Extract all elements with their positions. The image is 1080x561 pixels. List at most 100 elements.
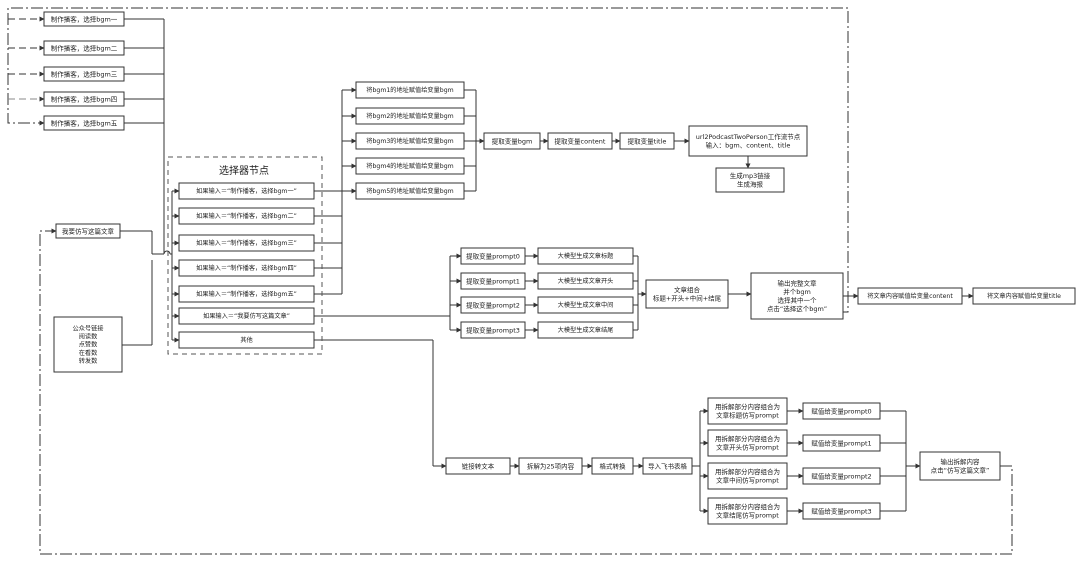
imitate-input-box: 我要仿写这篇文章 <box>55 223 121 239</box>
option-box: 制作播客，选择bgm四 <box>43 91 125 107</box>
format-convert-box: 格式转换 <box>591 457 634 475</box>
prompt-extract-box: 提取变量prompt3 <box>460 321 526 339</box>
selector-title: 选择器节点 <box>219 164 269 177</box>
condition-box: 如果输入＝“我要仿写这篇文章” <box>178 307 315 325</box>
prompt-extract-box: 提取变量prompt2 <box>460 296 526 314</box>
account-info-box-label-3: 点赞数 <box>79 341 98 349</box>
bgm-assign-box-label: 将bgm2的地址赋值给变量bgm <box>366 112 453 120</box>
split-output-box-label-1: 输出拆解内容 <box>941 457 981 466</box>
option-box-label: 制作播客，选择bgm四 <box>51 94 118 103</box>
assign-prompt-box-label: 赋值给变量prompt2 <box>811 471 871 480</box>
article-output-box-label-3: 选择其中一个 <box>778 296 818 305</box>
condition-box: 如果输入＝“制作播客，选择bgm三” <box>178 234 315 252</box>
extract-bgm-box-label: 提取变量bgm <box>492 136 533 145</box>
article-output-box-label-4: 点击“选择这个bgm” <box>767 304 827 313</box>
split-prompt-box-label-2: 文章中间仿写prompt <box>716 476 779 485</box>
condition-box-label: 如果输入＝“制作播客，选择bgm四” <box>196 264 297 272</box>
prompt-extract-box-label: 提取变量prompt3 <box>466 325 520 334</box>
condition-box-label: 如果输入＝“制作播客，选择bgm一” <box>196 187 297 195</box>
condition-box: 如果输入＝“制作播客，选择bgm四” <box>178 259 315 277</box>
assign-title-box: 将文章内容赋值给变量title <box>972 287 1076 305</box>
split-25-box-label: 拆解为25项内容 <box>527 461 575 470</box>
split-prompt-box-label-1: 用拆解部分内容组合为 <box>715 502 780 511</box>
import-feishu-box: 导入飞书表格 <box>642 457 693 475</box>
llm-generate-box: 大模型生成文章标题 <box>537 247 634 265</box>
llm-generate-box: 大模型生成文章结尾 <box>537 321 634 339</box>
assign-prompt-box: 赋值给变量prompt1 <box>802 434 881 452</box>
condition-box-label: 如果输入＝“我要仿写这篇文章” <box>203 312 290 320</box>
extract-content-box: 提取变量content <box>547 132 613 150</box>
workflow-node-box-label-1: url2PodcastTwoPerson工作流节点 <box>696 132 801 141</box>
workflow-node-box-label-2: 输入：bgm、content、title <box>706 141 791 150</box>
option-box: 制作播客，选择bgm一 <box>43 11 125 27</box>
prompt-extract-box: 提取变量prompt0 <box>460 247 526 265</box>
llm-generate-box-label: 大模型生成文章结尾 <box>558 326 614 334</box>
mp3-output-box-label-2: 生成海报 <box>737 180 764 189</box>
llm-generate-box-label: 大模型生成文章中间 <box>558 301 614 309</box>
option-box: 制作播客，选择bgm五 <box>43 115 125 131</box>
workflow-node-box: url2PodcastTwoPerson工作流节点输入：bgm、content、… <box>688 125 808 157</box>
bgm-assign-box: 将bgm2的地址赋值给变量bgm <box>355 107 465 125</box>
bgm-assign-box-label: 将bgm1的地址赋值给变量bgm <box>366 86 453 94</box>
bgm-assign-box: 将bgm5的地址赋值给变量bgm <box>355 182 465 200</box>
llm-generate-box: 大模型生成文章中间 <box>537 296 634 314</box>
condition-box: 如果输入＝“制作播客，选择bgm五” <box>178 285 315 303</box>
prompt-extract-box-label: 提取变量prompt1 <box>466 276 520 285</box>
assign-prompt-box: 赋值给变量prompt2 <box>802 467 881 485</box>
condition-box-label: 其他 <box>240 336 252 344</box>
prompt-extract-box-label: 提取变量prompt2 <box>466 300 520 309</box>
article-output-box-label-1: 输出完整文章 <box>778 279 818 288</box>
split-prompt-box-label-1: 用拆解部分内容组合为 <box>715 467 780 476</box>
assign-content-box-label: 将文章内容赋值给变量content <box>867 292 953 300</box>
prompt-extract-box-label: 提取变量prompt0 <box>466 251 520 260</box>
bgm-assign-box: 将bgm4的地址赋值给变量bgm <box>355 157 465 175</box>
split-output-box-label-2: 点击“仿写这篇文章” <box>931 466 990 475</box>
option-box-label: 制作播客，选择bgm五 <box>51 118 118 127</box>
connectors <box>120 18 974 514</box>
condition-box: 如果输入＝“制作播客，选择bgm二” <box>178 207 315 225</box>
llm-generate-box: 大模型生成文章开头 <box>537 272 634 290</box>
bgm-assign-box-label: 将bgm5的地址赋值给变量bgm <box>366 187 453 195</box>
assign-title-box-label: 将文章内容赋值给变量title <box>987 292 1061 300</box>
option-box: 制作播客，选择bgm二 <box>43 40 125 56</box>
bgm-assign-box-label: 将bgm4的地址赋值给变量bgm <box>366 162 453 170</box>
assign-prompt-box-label: 赋值给变量prompt0 <box>811 406 871 415</box>
split-25-box: 拆解为25项内容 <box>518 457 583 475</box>
format-convert-box-label: 格式转换 <box>600 461 627 470</box>
split-prompt-box-label-1: 用拆解部分内容组合为 <box>715 434 780 443</box>
assign-prompt-box: 赋值给变量prompt0 <box>802 402 881 420</box>
mp3-output-box-label-1: 生成mp3链接 <box>730 171 771 180</box>
account-info-box-label-2: 阅读数 <box>79 333 98 341</box>
split-prompt-box-label-2: 文章开头仿写prompt <box>716 443 779 452</box>
assign-prompt-box-label: 赋值给变量prompt3 <box>811 506 871 515</box>
article-output-box-label-2: 并个bgm <box>783 287 811 296</box>
link-to-text-box-label: 链接转文本 <box>462 461 495 470</box>
extract-title-box-label: 提取变量title <box>628 136 667 145</box>
import-feishu-box-label: 导入飞书表格 <box>648 461 688 470</box>
condition-box: 如果输入＝“制作播客，选择bgm一” <box>178 182 315 200</box>
article-combine-box-label-1: 文章组合 <box>674 285 701 294</box>
account-info-box-label-5: 转发数 <box>79 357 98 365</box>
condition-box-label: 如果输入＝“制作播客，选择bgm五” <box>196 290 297 298</box>
split-prompt-box-label-2: 文章结尾仿写prompt <box>716 511 779 520</box>
llm-generate-box-label: 大模型生成文章标题 <box>558 252 614 260</box>
bgm-assign-box-label: 将bgm3的地址赋值给变量bgm <box>366 137 453 145</box>
link-to-text-box: 链接转文本 <box>445 457 511 475</box>
condition-box-label: 如果输入＝“制作播客，选择bgm二” <box>196 212 297 220</box>
split-prompt-box-label-2: 文章标题仿写prompt <box>716 411 779 420</box>
assign-content-box: 将文章内容赋值给变量content <box>857 287 963 305</box>
account-info-box-label-4: 在看数 <box>79 349 98 357</box>
llm-generate-box-label: 大模型生成文章开头 <box>558 277 614 285</box>
option-box-label: 制作播客，选择bgm二 <box>51 43 118 52</box>
assign-prompt-box-label: 赋值给变量prompt1 <box>811 438 871 447</box>
condition-box: 其他 <box>178 331 315 349</box>
